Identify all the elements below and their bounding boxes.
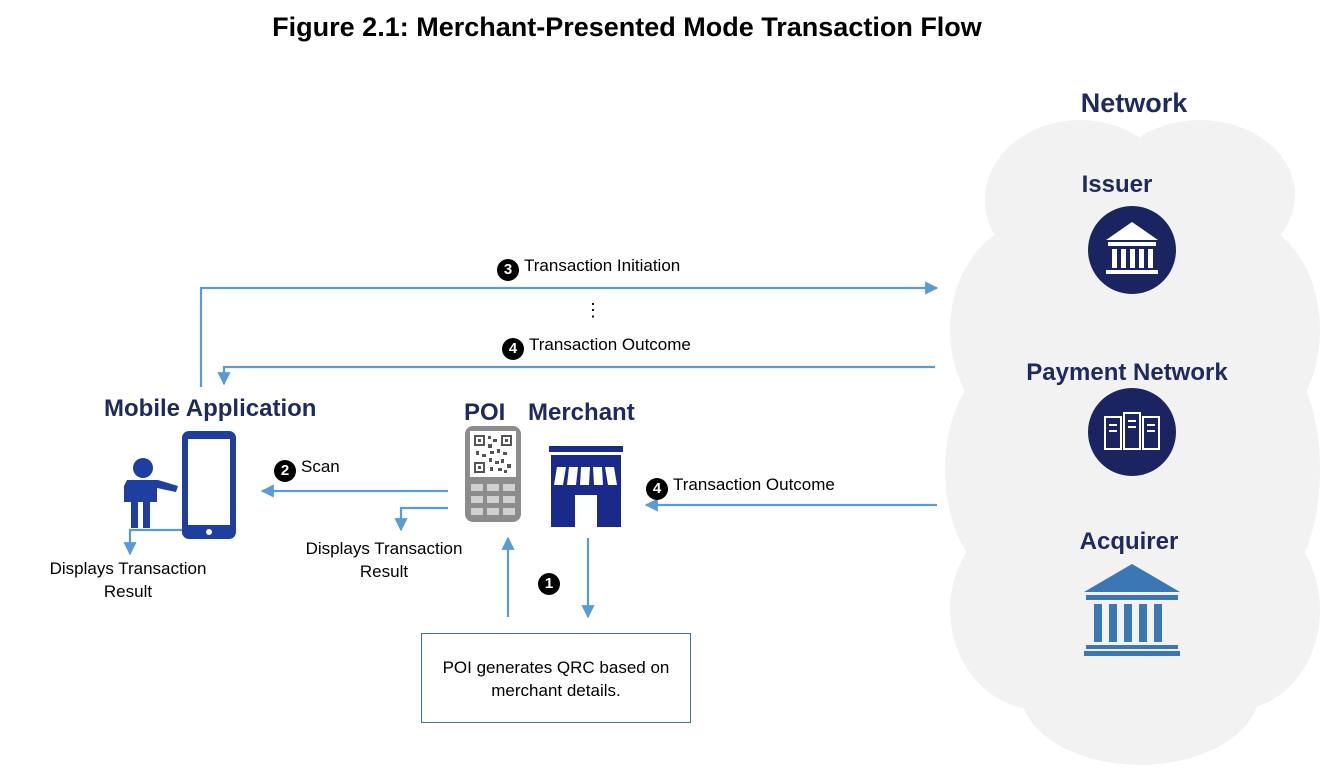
issuer-bank-icon [1088, 206, 1176, 294]
acquirer-bank-icon [1084, 564, 1180, 656]
poi-result-arrow [394, 506, 448, 532]
qrc-note-line-2: merchant details. [491, 681, 621, 700]
qrc-note-box: POI generates QRC based on merchant deta… [421, 633, 691, 723]
flow-arrows [123, 281, 939, 619]
network-heading: Network [1080, 88, 1188, 118]
person-icon [124, 458, 178, 528]
step-4b-badge: 4 [646, 478, 668, 500]
transaction-outcome-to-mobile-arrow [217, 365, 935, 386]
transaction-outcome-text: Transaction Outcome [529, 335, 691, 354]
step-2-label: 2 Scan [274, 457, 340, 482]
step-1-badge: 1 [538, 573, 560, 595]
mobile-result-line-1: Displays Transaction [49, 559, 207, 578]
issuer-label: Issuer [1081, 171, 1153, 198]
transaction-initiation-arrow [199, 281, 939, 387]
figure-title: Figure 2.1: Merchant-Presented Mode Tran… [272, 12, 982, 42]
step-4b-label: 4 Transaction Outcome [646, 475, 835, 500]
step-4-badge: 4 [502, 338, 524, 360]
poi-result-line-2: Result [359, 562, 409, 581]
merchant-store-icon [549, 446, 623, 527]
poi-result-text: Displays Transaction Result [276, 537, 492, 583]
step-2-badge: 2 [274, 460, 296, 482]
qrc-note-line-1: POI generates QRC based on [442, 658, 670, 677]
mobile-result-arrow [123, 528, 182, 556]
mobile-phone-icon [182, 431, 236, 539]
poi-result-line-1: Displays Transaction [305, 539, 463, 558]
step-1-label: 1 [538, 570, 565, 595]
merchant-label: Merchant [528, 399, 635, 426]
step-4-label: 4 Transaction Outcome [502, 335, 691, 360]
transaction-outcome-merchant-text: Transaction Outcome [673, 475, 835, 494]
poi-terminal-icon [465, 426, 521, 522]
poi-label: POI [464, 399, 506, 426]
transaction-initiation-text: Transaction Initiation [524, 256, 681, 275]
mobile-application-label: Mobile Application [104, 395, 317, 422]
payment-network-label: Payment Network [1026, 359, 1228, 386]
scan-text: Scan [301, 457, 340, 476]
network-cloud [945, 120, 1320, 765]
step-3-badge: 3 [497, 259, 519, 281]
acquirer-label: Acquirer [1079, 528, 1179, 555]
ellipsis: ⋮ [584, 300, 602, 320]
step-3-label: 3 Transaction Initiation [497, 256, 680, 281]
mobile-result-text: Displays Transaction Result [20, 557, 236, 603]
payment-network-server-icon [1088, 388, 1176, 476]
mobile-result-line-2: Result [103, 582, 153, 601]
